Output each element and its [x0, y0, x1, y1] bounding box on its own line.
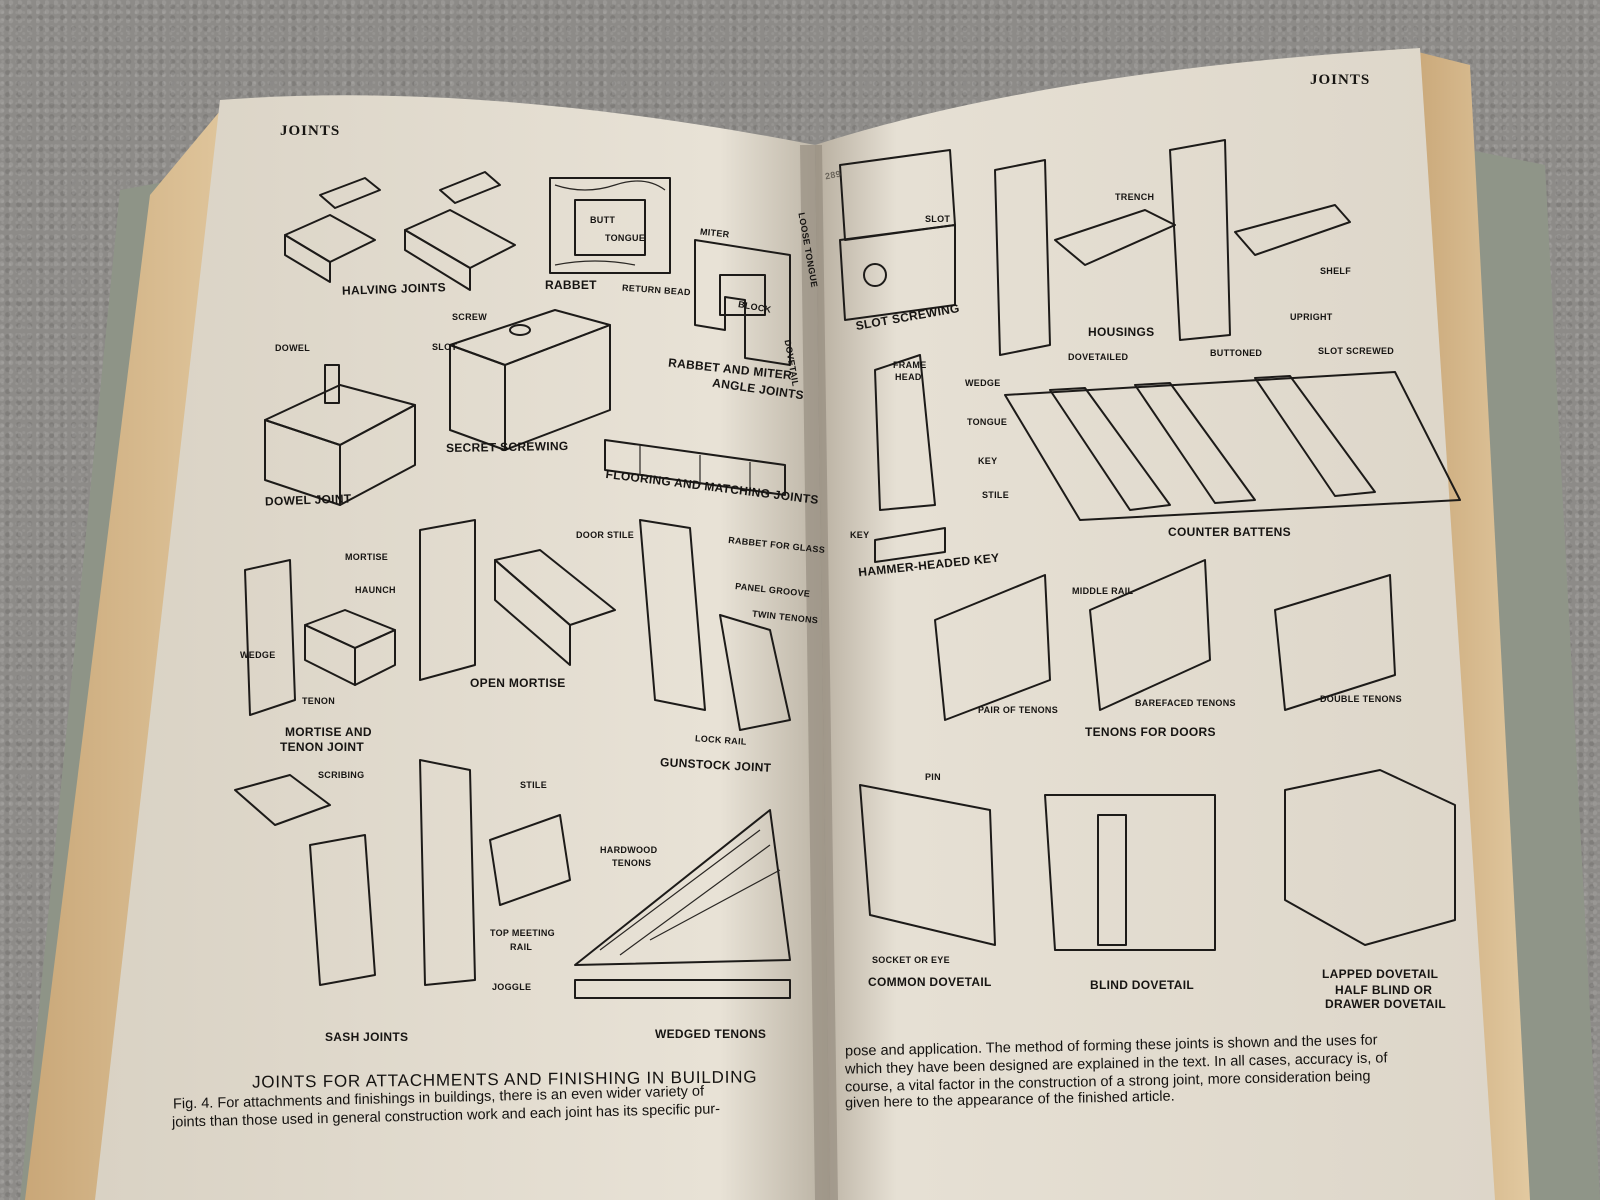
label-pair-of-tenons: PAIR OF TENONS [978, 705, 1059, 715]
rabbet-illustration [549, 177, 671, 274]
label-socket-or-eye: SOCKET OR EYE [872, 955, 950, 965]
label-middle-rail: MIDDLE RAIL [1072, 586, 1134, 596]
label-open-mortise: OPEN MORTISE [470, 676, 566, 690]
housings-illustration [994, 139, 1351, 356]
label-buttoned: BUTTONED [1210, 348, 1263, 358]
label-half-blind-2: DRAWER DOVETAIL [1325, 997, 1446, 1011]
secret-screwing-illustration [449, 309, 611, 451]
gunstock-joint-illustration [639, 519, 791, 731]
label-sash-joints: SASH JOINTS [325, 1030, 409, 1044]
label-blind-dovetail: BLIND DOVETAIL [1090, 978, 1194, 992]
label-tongue: TONGUE [605, 233, 646, 243]
hammer-headed-key-illustration [874, 354, 946, 563]
label-secret-screwing: SECRET SCREWING [445, 438, 569, 456]
halving-joints-illustration [284, 171, 516, 291]
label-common-dovetail: COMMON DOVETAIL [868, 975, 992, 989]
right-page-header: JOINTS [1310, 72, 1371, 88]
label-mortise-tenon-1: MORTISE AND [285, 725, 372, 739]
label-slot-right: SLOT [925, 214, 951, 224]
label-slot-screwed: SLOT SCREWED [1318, 346, 1395, 356]
label-counter-battens: COUNTER BATTENS [1168, 525, 1291, 539]
wedged-tenons-illustration [574, 809, 791, 999]
left-page [95, 95, 830, 1200]
rabbet-and-miter-illustration [694, 239, 791, 366]
right-page [815, 48, 1495, 1200]
label-trench: TRENCH [1115, 192, 1155, 202]
label-joggle: JOGGLE [492, 982, 532, 992]
label-butt: BUTT [590, 215, 616, 225]
label-slot-left: SLOT [432, 342, 458, 352]
label-top-meeting-rail-1: TOP MEETING [490, 928, 555, 938]
slot-screwing-illustration [839, 149, 956, 321]
label-wedged-tenons: WEDGED TENONS [655, 1027, 767, 1041]
label-tongue-right: TONGUE [967, 417, 1008, 427]
label-barefaced-tenons: BAREFACED TENONS [1135, 698, 1236, 708]
label-door-stile: DOOR STILE [576, 530, 635, 540]
label-shelf: SHELF [1320, 266, 1352, 276]
tenons-for-doors-illustration [934, 559, 1396, 721]
label-tenons-for-doors: TENONS FOR DOORS [1085, 725, 1216, 739]
label-lapped-dovetail: LAPPED DOVETAIL [1322, 967, 1439, 981]
label-double-tenons: DOUBLE TENONS [1320, 694, 1402, 704]
label-rabbet: RABBET [545, 278, 597, 292]
label-frame-head-1: FRAME [893, 360, 927, 370]
label-tenon: TENON [302, 696, 335, 706]
label-mortise-tenon-2: TENON JOINT [280, 740, 364, 754]
label-key: KEY [978, 456, 998, 466]
label-dowel: DOWEL [275, 343, 310, 353]
counter-battens-illustration [1004, 371, 1461, 521]
label-housings: HOUSINGS [1088, 325, 1155, 339]
gutter [800, 145, 838, 1200]
label-wedge-left: WEDGE [240, 650, 276, 660]
label-top-meeting-rail-2: RAIL [510, 942, 533, 952]
label-wedge-right: WEDGE [965, 378, 1001, 388]
label-key-small: KEY [850, 530, 870, 540]
label-hardwood-tenons-2: TENONS [612, 858, 652, 868]
right-page-edges [1410, 50, 1530, 1200]
label-screw: SCREW [452, 312, 487, 322]
left-page-header: JOINTS [280, 123, 341, 139]
open-mortise-illustration [419, 519, 616, 681]
flooring-illustration [604, 439, 786, 496]
label-frame-head-2: HEAD [895, 372, 922, 382]
label-mortise: MORTISE [345, 552, 389, 562]
mortise-tenon-illustration [244, 559, 396, 716]
dovetails-illustration [859, 769, 1456, 951]
sash-joints-illustration [234, 759, 571, 986]
label-dowel-joint: DOWEL JOINT [264, 491, 352, 509]
label-haunch: HAUNCH [355, 585, 396, 595]
label-scribing: SCRIBING [318, 770, 365, 780]
label-stile-left: STILE [520, 780, 548, 790]
label-upright: UPRIGHT [1290, 312, 1333, 322]
dowel-joint-illustration [264, 364, 416, 506]
label-half-blind-1: HALF BLIND OR [1335, 983, 1433, 997]
label-hardwood-tenons-1: HARDWOOD [600, 845, 658, 855]
label-dovetailed: DOVETAILED [1068, 352, 1129, 362]
label-pin: PIN [925, 772, 941, 782]
label-stile-right: STILE [982, 490, 1010, 500]
